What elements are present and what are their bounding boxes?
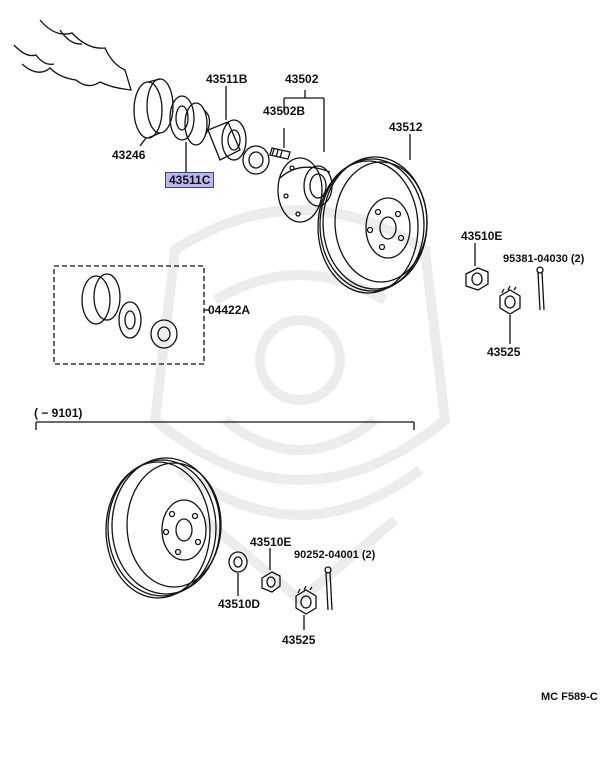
label-43510D: 43510D xyxy=(218,597,261,611)
label-04422A: 04422A xyxy=(208,303,251,317)
bearing-43511C xyxy=(169,95,211,172)
disc-rotor-43512 xyxy=(317,134,428,294)
figure-code: MC F589-C xyxy=(541,691,598,703)
label-43512: 43512 xyxy=(389,120,423,134)
label-43510E-bottom: 43510E xyxy=(250,535,292,549)
oil-seal-43246 xyxy=(133,78,174,147)
washer-43510D xyxy=(228,551,248,596)
label-range-9101: ( − 9101) xyxy=(34,406,83,420)
label-43510E-top: 43510E xyxy=(461,229,503,243)
label-43525-bottom: 43525 xyxy=(282,633,316,647)
hub-bolt-43502B xyxy=(269,147,291,160)
castle-nut-43525-top xyxy=(499,285,521,344)
nut-43510E-bottom xyxy=(261,548,281,593)
cotter-pin-90252 xyxy=(324,566,333,611)
range-bracket xyxy=(35,421,415,430)
hub-leader-bracket xyxy=(283,90,325,152)
disc-rotor-bottom xyxy=(105,457,222,599)
label-43502B: 43502B xyxy=(263,104,306,118)
kit-box-04422A xyxy=(53,265,210,365)
bearing-43511B xyxy=(207,86,270,175)
label-43246: 43246 xyxy=(112,148,146,162)
label-90252-04001: 90252-04001 (2) xyxy=(294,549,376,561)
label-43525-top: 43525 xyxy=(487,345,521,359)
castle-nut-43525-bottom xyxy=(295,585,317,630)
samurai-watermark xyxy=(149,205,451,607)
nut-43510E-top xyxy=(465,243,489,291)
label-43511B: 43511B xyxy=(206,72,248,86)
hand-pointer-sketch xyxy=(13,19,132,91)
cotter-pin-95381 xyxy=(536,266,545,311)
label-43511C-highlighted[interactable]: 43511C xyxy=(165,172,215,188)
label-95381-04030: 95381-04030 (2) xyxy=(503,253,585,265)
label-43502: 43502 xyxy=(285,72,319,86)
